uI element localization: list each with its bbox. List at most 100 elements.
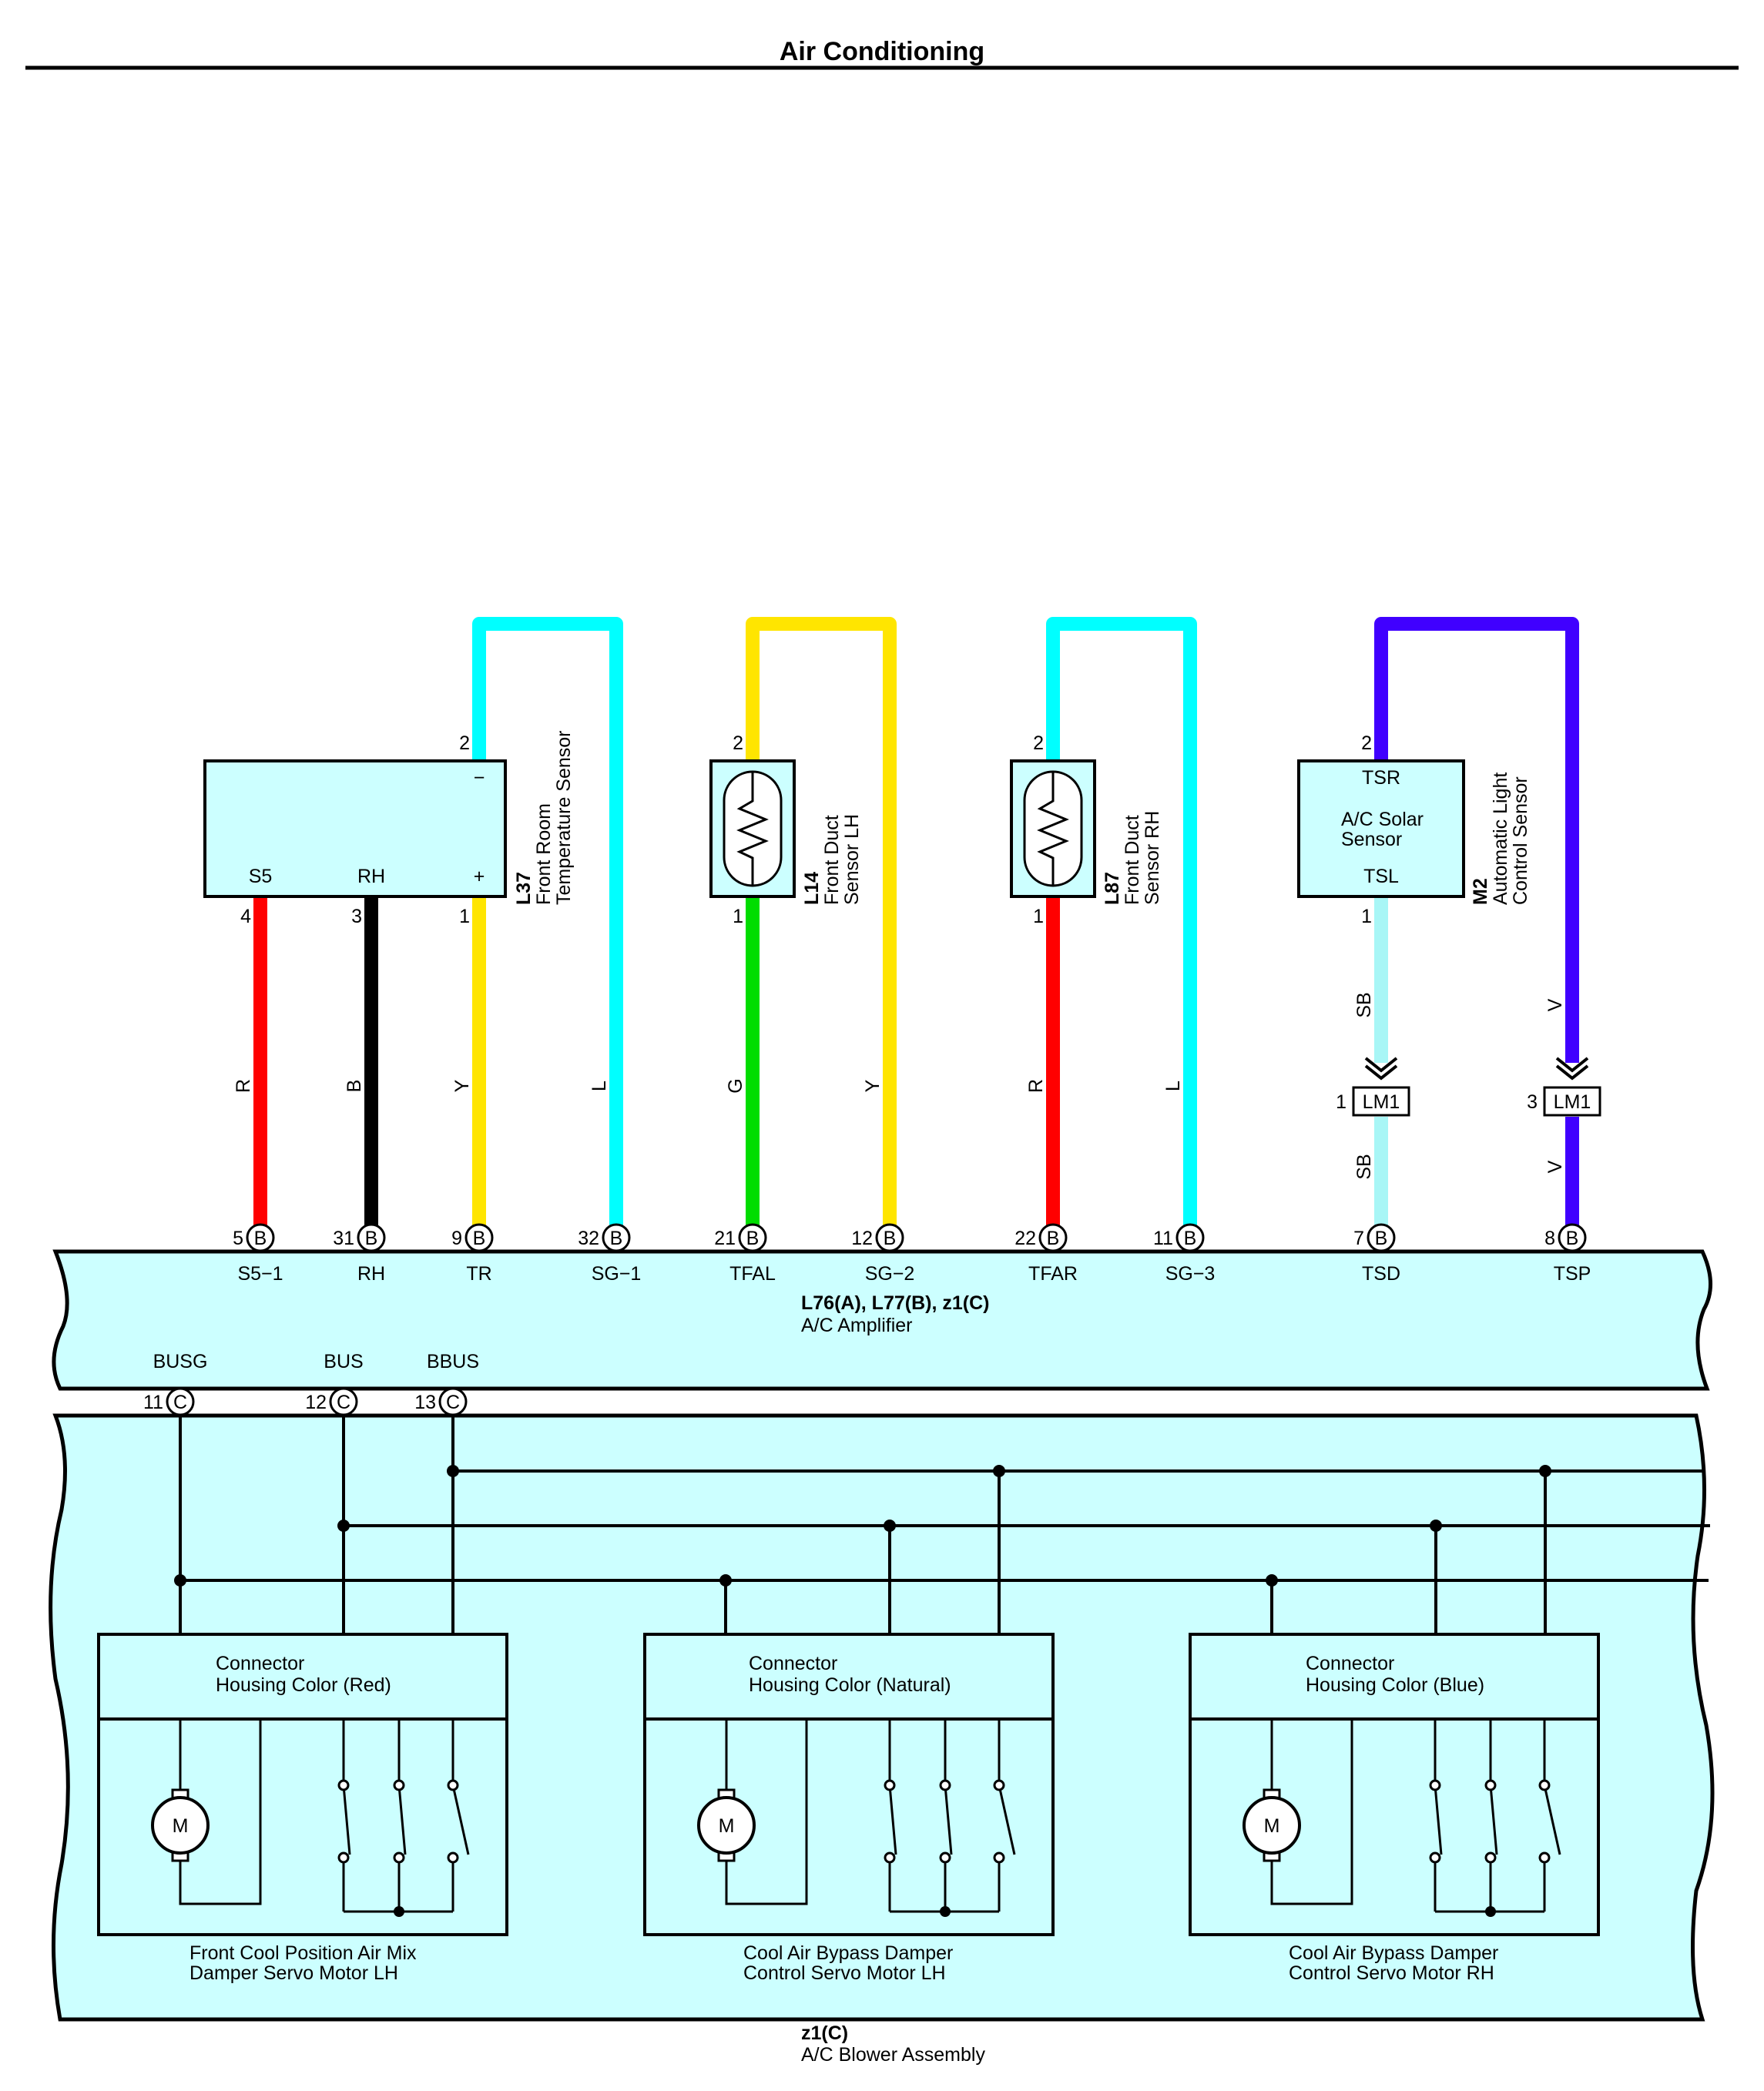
- wire-label: B: [344, 1080, 365, 1093]
- l37-name-2: Temperature Sensor: [553, 730, 575, 905]
- m2-name-2: Control Sensor: [1510, 776, 1531, 905]
- svg-text:11: 11: [143, 1392, 163, 1413]
- page-title: Air Conditioning: [780, 37, 984, 66]
- l37-code: L37: [513, 872, 535, 905]
- svg-text:13: 13: [414, 1392, 436, 1413]
- svg-text:B: B: [365, 1228, 378, 1249]
- m2-inner-1: A/C Solar: [1341, 809, 1424, 830]
- svg-text:22: 22: [1014, 1228, 1036, 1249]
- terminal: B 12 SG−2: [851, 1223, 914, 1285]
- bus-terminals: C 11 BUSG C 12 BUS C 13 BBUS: [143, 1351, 479, 1416]
- svg-text:BUSG: BUSG: [153, 1351, 208, 1372]
- terminal: B 32 SG−1: [578, 1223, 642, 1285]
- terminal: B 8 TSP: [1544, 1223, 1591, 1285]
- svg-text:B: B: [1375, 1228, 1388, 1249]
- m2-pin1: 1: [1361, 906, 1372, 927]
- lm1-label: LM1: [1554, 1091, 1591, 1113]
- l87-code: L87: [1102, 872, 1123, 905]
- svg-text:C: C: [173, 1392, 187, 1413]
- lm1-label: LM1: [1363, 1091, 1400, 1113]
- svg-text:Housing Color (Red): Housing Color (Red): [216, 1674, 391, 1696]
- svg-text:Cool Air Bypass Damper: Cool Air Bypass Damper: [743, 1942, 953, 1964]
- l14-name-1: Front Duct: [821, 815, 843, 905]
- svg-text:Damper Servo Motor LH: Damper Servo Motor LH: [189, 1962, 398, 1984]
- svg-text:Cool Air Bypass Damper: Cool Air Bypass Damper: [1289, 1942, 1498, 1964]
- m2-inner-2: Sensor: [1341, 829, 1402, 850]
- amplifier-code: L76(A), L77(B), z1(C): [801, 1292, 989, 1314]
- lm1-pin: 3: [1527, 1091, 1538, 1113]
- svg-text:Housing Color (Natural): Housing Color (Natural): [749, 1674, 951, 1696]
- lm1-pin: 1: [1336, 1091, 1346, 1113]
- svg-text:Front Cool Position Air Mix: Front Cool Position Air Mix: [189, 1942, 417, 1964]
- l14-name-2: Sensor LH: [841, 814, 863, 905]
- terminal: C 13 BBUS: [414, 1351, 479, 1416]
- terminal: B 31 RH: [333, 1223, 386, 1285]
- blower-code: z1(C): [801, 2022, 848, 2044]
- svg-text:9: 9: [451, 1228, 462, 1249]
- l37-pin2: 2: [459, 732, 470, 754]
- amplifier-terminals: B 5 S5−1 B 31 RH B 9 TR B 32 SG−1 B 21 T…: [233, 1223, 1591, 1285]
- svg-text:31: 31: [333, 1228, 354, 1249]
- svg-text:TR: TR: [466, 1263, 491, 1285]
- l37-pin4: 4: [240, 906, 251, 927]
- wire-label: L: [1162, 1081, 1184, 1091]
- m2-body: [1297, 759, 1465, 898]
- l87-name-2: Sensor RH: [1142, 811, 1163, 905]
- l14-pin1: 1: [733, 906, 743, 927]
- svg-text:TFAR: TFAR: [1028, 1263, 1078, 1285]
- thermistor-icon: [736, 772, 769, 886]
- svg-text:S5−1: S5−1: [237, 1263, 283, 1285]
- chevron-down-icon: [1364, 1057, 1398, 1081]
- svg-text:B: B: [254, 1228, 267, 1249]
- wire-labels: R B Y L G Y R L SB SB V V: [233, 992, 1566, 1179]
- l14-code: L14: [801, 872, 823, 905]
- svg-text:Control Servo Motor RH: Control Servo Motor RH: [1289, 1962, 1494, 1984]
- svg-text:SG−3: SG−3: [1165, 1263, 1216, 1285]
- svg-text:8: 8: [1544, 1228, 1555, 1249]
- lm1-connector-a: LM1 1: [1336, 1057, 1410, 1117]
- svg-text:BBUS: BBUS: [427, 1351, 479, 1372]
- junction-dots: [174, 1465, 1551, 1587]
- l87-pin1: 1: [1033, 906, 1044, 927]
- svg-text:TFAL: TFAL: [729, 1263, 776, 1285]
- svg-text:Connector: Connector: [216, 1653, 304, 1674]
- m2-code: M2: [1470, 878, 1491, 905]
- svg-text:RH: RH: [357, 1263, 385, 1285]
- svg-text:11: 11: [1153, 1228, 1173, 1249]
- l14-pin2: 2: [733, 732, 743, 754]
- svg-text:C: C: [337, 1392, 350, 1413]
- svg-text:B: B: [1047, 1228, 1060, 1249]
- svg-text:B: B: [746, 1228, 760, 1249]
- wire-label: R: [233, 1079, 254, 1093]
- terminal: B 7 TSD: [1353, 1223, 1400, 1285]
- m2-pin2: 2: [1361, 732, 1372, 754]
- svg-text:B: B: [1566, 1228, 1579, 1249]
- m2-name-1: Automatic Light: [1490, 772, 1511, 905]
- svg-text:Control Servo Motor LH: Control Servo Motor LH: [743, 1962, 946, 1984]
- motor-icon: [697, 1796, 756, 1855]
- wire-label: V: [1544, 998, 1566, 1011]
- terminal: B 21 TFAL: [714, 1223, 776, 1285]
- wire-l37-loop-cyan: [472, 617, 623, 1240]
- wire-label: Y: [451, 1079, 473, 1092]
- l87-pin2: 2: [1033, 732, 1044, 754]
- l37-plus: +: [474, 866, 485, 887]
- l37-pin3: 3: [351, 906, 362, 927]
- servo-motor: Connector Housing Color (Red) M Front Co…: [97, 1633, 508, 1984]
- wire-label: Y: [862, 1079, 884, 1092]
- wire-m2-loop-violet: [1374, 617, 1579, 1063]
- thermistor-icon: [1037, 772, 1069, 886]
- bus-wiring: [179, 1416, 1710, 1634]
- l37-sensor: 2 − S5 RH + 4 3 1 L37 Front Room Tempera…: [203, 730, 575, 927]
- svg-text:B: B: [884, 1228, 897, 1249]
- terminal: C 11 BUSG: [143, 1351, 208, 1416]
- svg-text:Connector: Connector: [749, 1653, 837, 1674]
- terminal: B 11 SG−3: [1153, 1223, 1216, 1285]
- m2-tsl: TSL: [1363, 866, 1399, 887]
- wire-label: V: [1544, 1160, 1566, 1173]
- terminal: C 12 BUS: [305, 1351, 364, 1416]
- l37-body: [203, 759, 507, 898]
- l37-minus: −: [474, 767, 485, 789]
- svg-text:SG−1: SG−1: [592, 1263, 642, 1285]
- motor-icon: [151, 1796, 210, 1855]
